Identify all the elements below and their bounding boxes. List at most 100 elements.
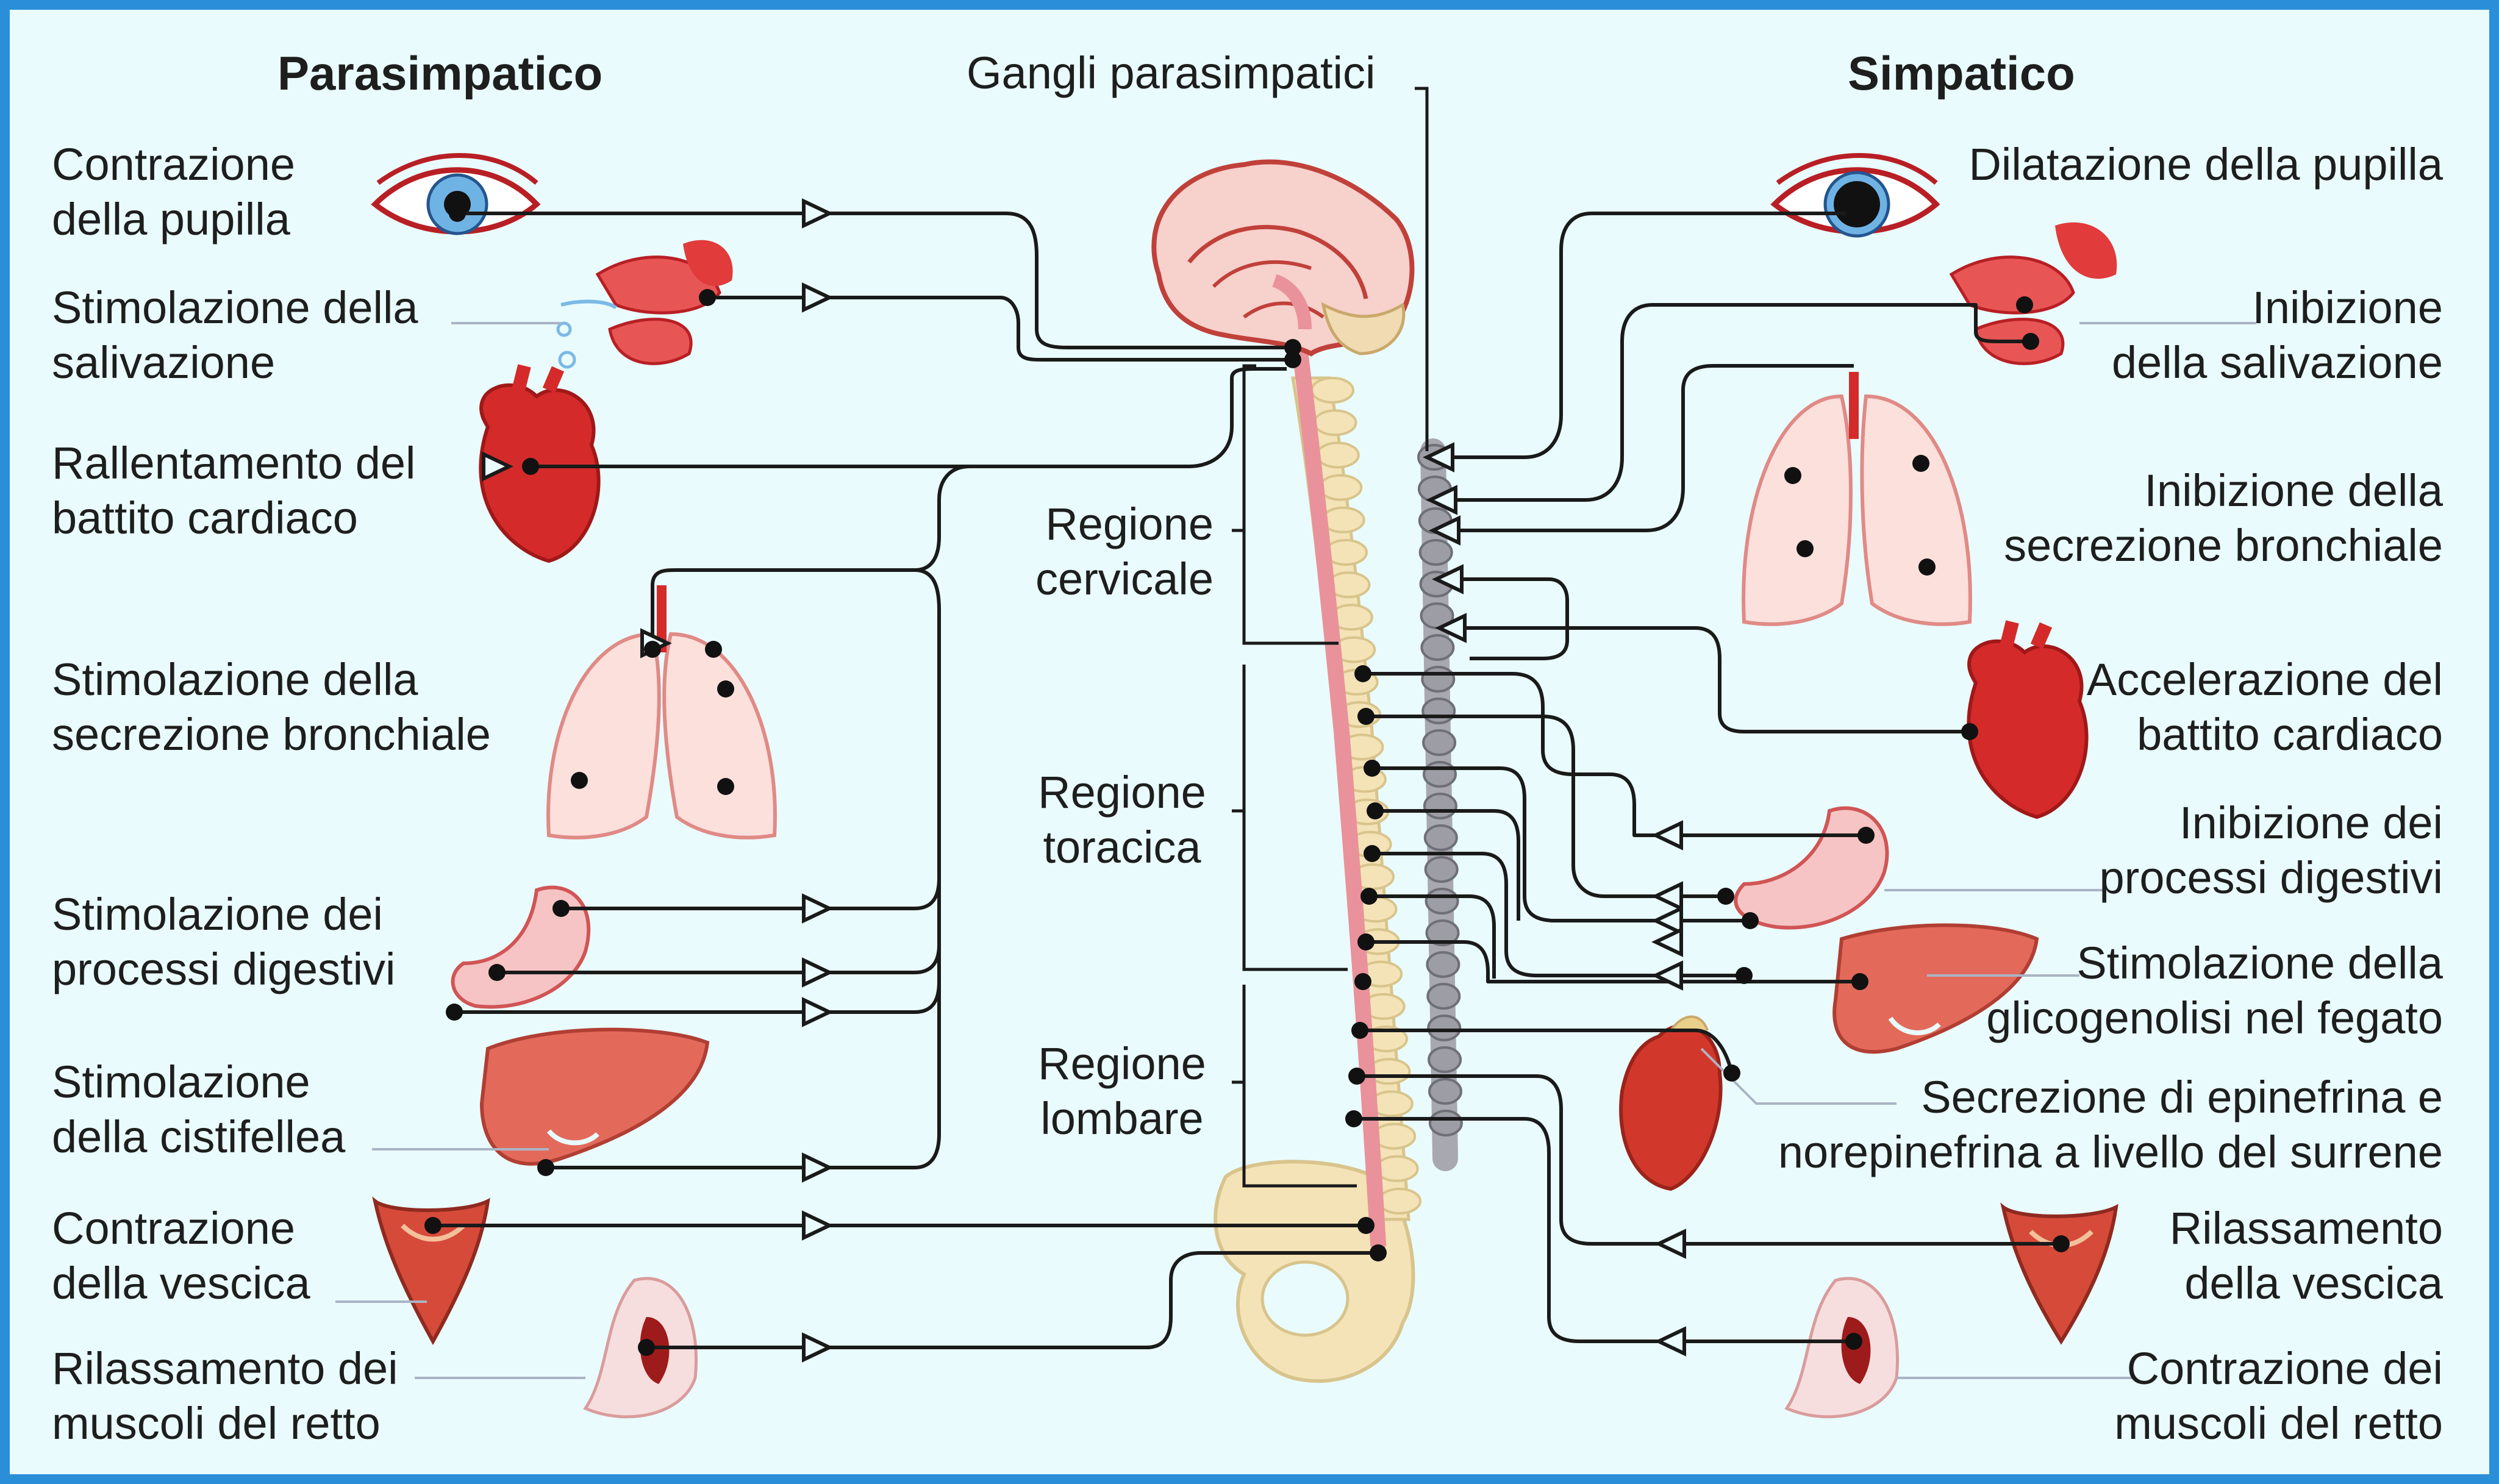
symp-rectum-illustration — [1787, 1279, 1898, 1417]
nerve-endpoint-dot — [424, 1217, 442, 1234]
synapse-marker — [1656, 884, 1681, 908]
nerve-endpoint-dot — [1345, 1110, 1362, 1127]
ganglion-node — [1429, 1079, 1461, 1104]
nerve-endpoint-dot — [1357, 708, 1375, 725]
synapse-marker — [804, 285, 829, 310]
nerve-endpoint-dot — [1723, 1065, 1740, 1082]
synapse-marker — [804, 1000, 829, 1024]
symp-effect-bronchial-line-2: secrezione bronchiale — [2004, 518, 2443, 573]
symp-effect-digestion-line-1: Inibizione dei — [2100, 796, 2443, 851]
nerve-endpoint-dot — [1357, 1217, 1375, 1234]
para-eye-illustration — [375, 155, 537, 234]
symp-effect-liver-line-1: Stimolazione della — [1986, 936, 2443, 991]
symp-effect-salivation-line-2: della salivazione — [2112, 335, 2443, 390]
para-effect-heart: Rallentamento del battito cardiaco — [52, 436, 415, 546]
para-effect-rectum-line-2: muscoli del retto — [52, 1396, 398, 1451]
synapse-marker — [804, 1335, 829, 1360]
ganglion-node — [1421, 635, 1453, 660]
nerve-endpoint-dot — [1918, 558, 1936, 576]
region-thoracic-line-1: Regione — [1012, 765, 1232, 820]
nerve-endpoint-dot — [552, 900, 570, 917]
para-lungs-illustration — [548, 585, 775, 838]
ganglion-node — [1425, 794, 1456, 818]
nerve-endpoint-dot — [644, 641, 661, 658]
synapse-marker — [1659, 1232, 1684, 1256]
synapse-marker — [804, 1213, 829, 1238]
nerve-endpoint-dot — [488, 964, 506, 981]
para-effect-gallbladder: Stimolazione della cistifellea — [52, 1055, 345, 1165]
region-thoracic-line-2: toracica — [1012, 820, 1232, 875]
vertebra — [1314, 410, 1356, 435]
para-effect-digestion-line-2: processi digestivi — [52, 942, 395, 997]
ganglion-node — [1420, 540, 1452, 565]
sympathetic-heading: Simpatico — [1848, 46, 2075, 101]
para-effect-pupil-line-1: Contrazione — [52, 137, 295, 192]
vertebra — [1379, 1189, 1420, 1213]
region-thoracic-label: Regione toracica — [1012, 765, 1232, 875]
ganglion-node — [1422, 667, 1454, 691]
vertebra — [1312, 378, 1353, 402]
para-effect-rectum-line-1: Rilassamento dei — [52, 1341, 398, 1396]
nerve-endpoint-dot — [2022, 333, 2039, 350]
symp-effect-pupil: Dilatazione della pupilla — [1968, 137, 2443, 192]
region-lumbar-line-2: lombare — [1012, 1091, 1232, 1146]
nerve-endpoint-dot — [1370, 1244, 1387, 1261]
nerve-endpoint-dot — [2016, 296, 2033, 313]
vertebra — [1376, 1157, 1418, 1181]
ganglion-node — [1429, 1047, 1460, 1072]
nerve-endpoint-dot — [705, 641, 722, 658]
nerve-endpoint-dot — [522, 458, 539, 475]
para-effect-heart-line-1: Rallentamento del — [52, 436, 415, 491]
symp-eye-illustration — [1775, 155, 1936, 236]
para-effect-digestion: Stimolazione dei processi digestivi — [52, 887, 395, 997]
para-effect-salivation-line-2: salivazione — [52, 335, 418, 390]
synapse-marker — [1656, 908, 1681, 933]
nerve-endpoint-dot — [1348, 1068, 1365, 1085]
nerve-endpoint-dot — [537, 1159, 554, 1176]
para-liver-illustration — [482, 1030, 707, 1164]
vertebra — [1317, 443, 1359, 467]
para-effect-gallbladder-line-2: della cistifellea — [52, 1110, 345, 1165]
symp-bladder-illustration — [2003, 1207, 2116, 1341]
ganglion-node — [1425, 826, 1457, 850]
para-effect-bronchial-line-2: secrezione bronchiale — [52, 707, 491, 762]
para-effect-pupil: Contrazione della pupilla — [52, 137, 295, 247]
synapse-marker — [804, 1155, 829, 1180]
ganglion-node — [1430, 1111, 1462, 1135]
para-effect-bladder-line-1: Contrazione — [52, 1201, 310, 1256]
parasympathetic-heading: Parasimpatico — [277, 46, 602, 101]
para-effect-bladder: Contrazione della vescica — [52, 1201, 310, 1311]
para-effect-bronchial-line-1: Stimolazione della — [52, 652, 491, 707]
symp-effect-digestion-line-2: processi digestivi — [2100, 851, 2443, 905]
nerve-endpoint-dot — [1354, 665, 1371, 682]
ganglion-node — [1428, 1016, 1460, 1040]
symp-effect-heart-line-1: Accelerazione del — [2087, 652, 2443, 707]
nerve-endpoint-dot — [449, 205, 466, 222]
nerve-endpoint-dot — [1364, 760, 1381, 777]
synapse-marker — [804, 201, 829, 226]
nerve-endpoint-dot — [1742, 912, 1759, 929]
brain — [1154, 162, 1412, 354]
ganglion-node — [1424, 762, 1456, 787]
nerve-endpoint-dot — [717, 680, 734, 697]
symp-effect-rectum-line-2: muscoli del retto — [2114, 1396, 2443, 1451]
nerve-endpoint-dot — [1351, 1022, 1368, 1039]
symp-effect-heart-line-2: battito cardiaco — [2087, 707, 2443, 762]
nerve-endpoint-dot — [1845, 1333, 1862, 1350]
para-effect-bronchial: Stimolazione della secrezione bronchiale — [52, 652, 491, 762]
ganglion-node — [1423, 699, 1454, 723]
nerve-endpoint-dot — [1796, 540, 1814, 557]
nerve-endpoint-dot — [1360, 888, 1378, 905]
symp-effect-bladder: Rilassamento della vescica — [2170, 1201, 2443, 1311]
region-lumbar-label: Regione lombare — [1012, 1036, 1232, 1146]
ganglion-node — [1428, 984, 1459, 1008]
nerve-endpoint-dot — [717, 778, 734, 795]
ganglion-node — [1426, 857, 1457, 882]
para-effect-salivation: Stimolazione della salivazione — [52, 280, 418, 390]
para-effect-rectum: Rilassamento dei muscoli del retto — [52, 1341, 398, 1451]
nerve-endpoint-dot — [1912, 455, 1929, 472]
symp-effect-salivation-line-1: Inibizione — [2112, 280, 2443, 335]
vertebra — [1323, 508, 1364, 532]
para-effect-gallbladder-line-1: Stimolazione — [52, 1055, 345, 1110]
nerve-endpoint-dot — [1357, 933, 1375, 951]
